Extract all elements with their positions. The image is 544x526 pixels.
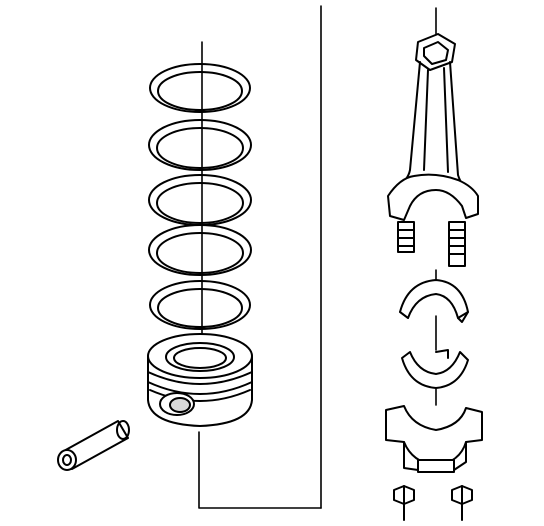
piston-ring-3 [149,175,251,225]
piston-ring-5 [150,281,250,329]
cap-nuts [394,486,472,520]
piston-ring-4 [149,225,251,275]
assembly-lines [199,6,436,508]
piston [148,334,252,426]
piston-ring-2 [149,120,251,170]
piston-ring-1 [150,64,250,112]
connecting-rod-cap [386,406,482,472]
piston-pin [58,421,129,470]
connecting-rod [388,34,478,266]
lower-bearing-shell [402,350,468,388]
upper-bearing-shell [400,280,468,322]
